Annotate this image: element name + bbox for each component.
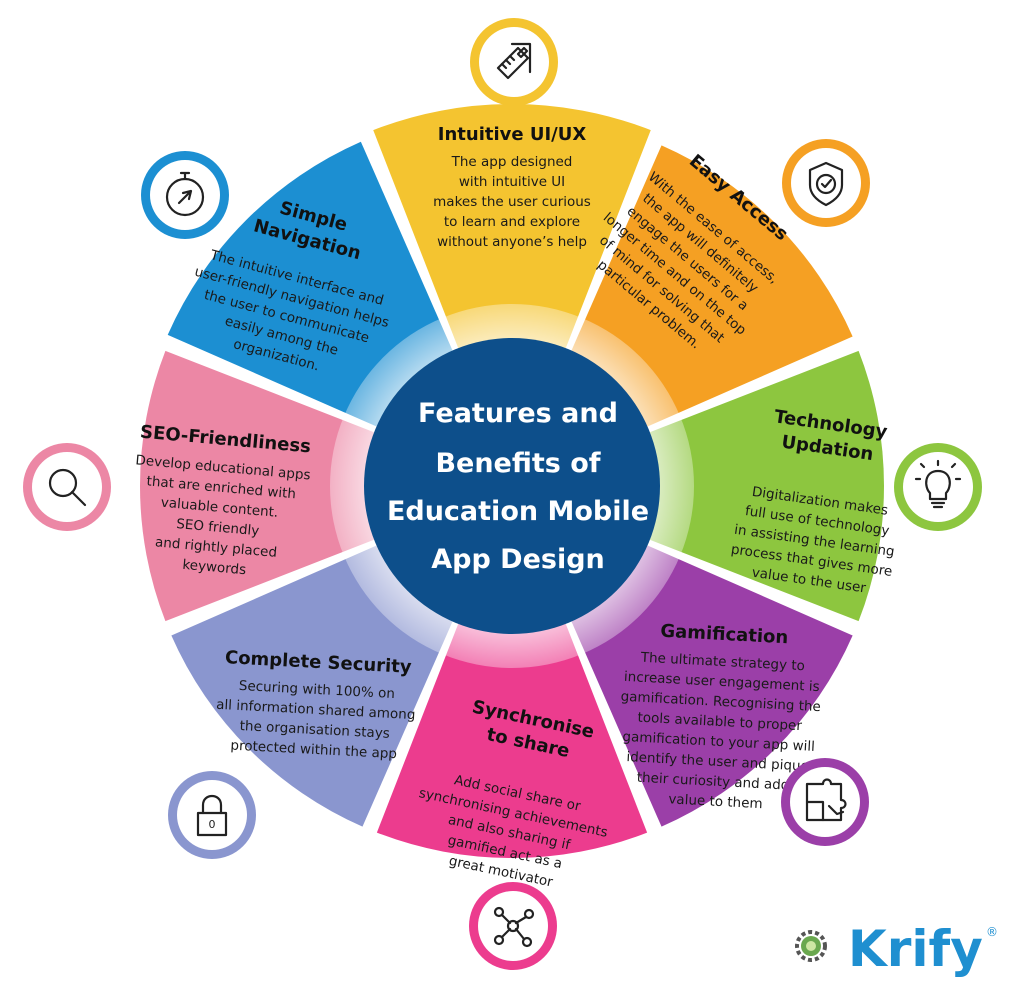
icon-bubble	[479, 27, 549, 97]
segment-body-line: without anyone’s help	[437, 234, 587, 250]
segment-wedge-seo	[139, 350, 391, 622]
segment-wedge-technology	[633, 350, 884, 622]
padlock-icon: 0	[168, 771, 256, 859]
center-disc	[364, 338, 660, 634]
padlock-digit: 0	[209, 818, 216, 831]
segment-body-line: makes the user curious	[433, 194, 591, 210]
lightbulb-icon	[894, 443, 982, 531]
icons-layer: 0	[23, 18, 982, 970]
pencil-ruler-icon	[470, 18, 558, 106]
logo-registered-mark: ®	[986, 925, 998, 939]
segment-body-line: the organisation stays	[239, 718, 390, 742]
segment-body-line: The app designed	[451, 154, 573, 170]
segment-body-line: SEO friendly	[176, 516, 260, 539]
center-line-3: Education Mobile	[387, 496, 649, 527]
segment-wedge-intuitive	[373, 104, 651, 365]
center-line-4: App Design	[431, 544, 605, 575]
network-icon	[469, 882, 557, 970]
logo-text: Krify	[848, 920, 983, 978]
icon-bubble	[32, 452, 102, 522]
segment-wedge-synchronise	[376, 607, 648, 858]
segment-text-intuitive: Intuitive UI/UX The app designed with intu…	[433, 124, 591, 250]
center-line-1: Features and	[418, 398, 618, 429]
segment-title: Intuitive UI/UX	[438, 124, 587, 145]
segment-body-line: keywords	[182, 557, 247, 579]
compass-icon	[141, 151, 229, 239]
segment-body-line: with intuitive UI	[459, 174, 565, 190]
center-line-2: Benefits of	[435, 448, 600, 479]
icon-bubble	[903, 452, 973, 522]
segment-intuitive: Intuitive UI/UX The app designed with intu…	[373, 104, 651, 365]
segment-body-line: to learn and explore	[444, 214, 580, 230]
icon-bubble	[150, 160, 220, 230]
segment-body-line: value to them	[668, 791, 763, 812]
krify-logo: Krify ®	[795, 920, 998, 978]
icon-bubble	[790, 767, 860, 837]
icon-bubble	[177, 780, 247, 850]
puzzle-icon	[781, 758, 869, 846]
icon-bubble	[478, 891, 548, 961]
gear-logo-icon	[795, 930, 827, 962]
icon-bubble	[791, 148, 861, 218]
shield-check-icon	[782, 139, 870, 227]
center-hub: Features and Benefits of Education Mobil…	[330, 304, 694, 668]
magnifier-icon	[23, 443, 111, 531]
